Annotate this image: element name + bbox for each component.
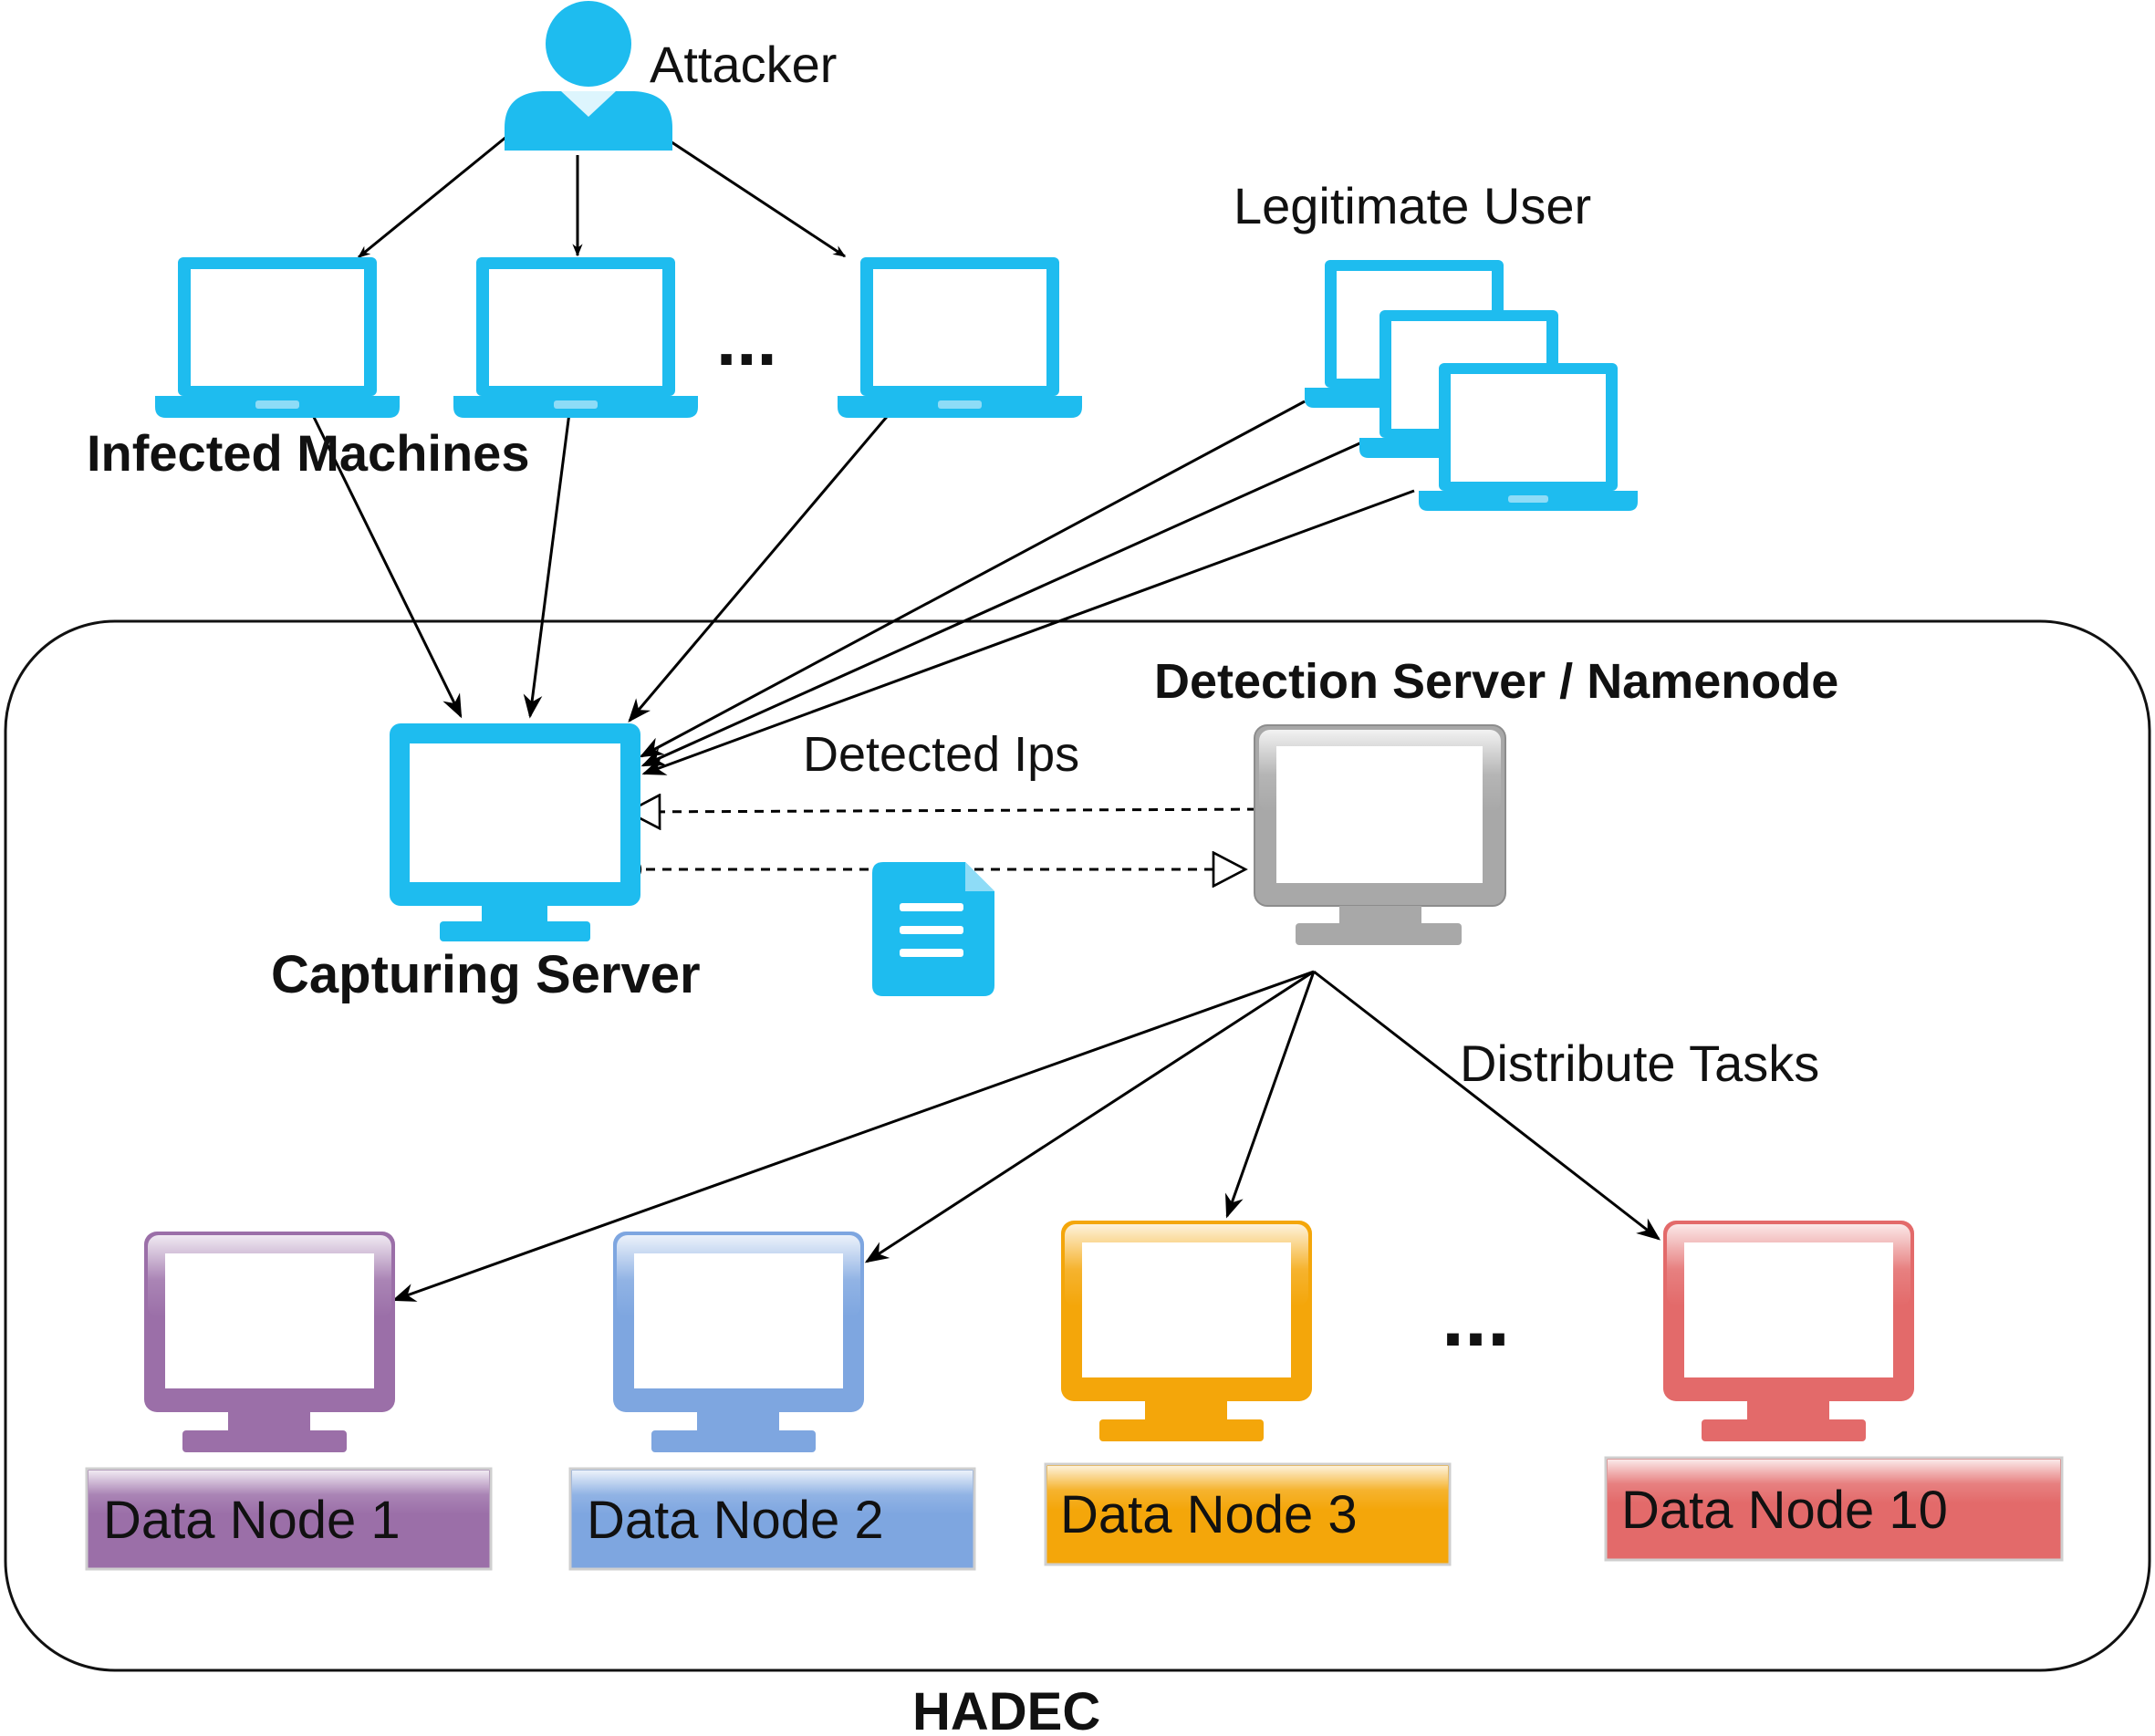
monitor-icon <box>1061 1221 1312 1441</box>
data-node-10: Data Node 10 <box>1604 1221 2064 1562</box>
edge-namenode-to-data-node-2 <box>864 970 1315 1263</box>
laptop-icon <box>155 257 400 418</box>
laptop-icon <box>838 257 1082 418</box>
edge-user-1-to-capturing <box>639 400 1306 758</box>
ellipsis-data-nodes: ... <box>1442 1273 1510 1364</box>
data-node-1: Data Node 1 <box>85 1232 493 1571</box>
attacker-label: Attacker <box>650 36 837 93</box>
user-icon <box>505 1 672 151</box>
laptop-icon <box>1419 363 1638 511</box>
data-node-10-label: Data Node 10 <box>1621 1481 1948 1540</box>
edge-user-3-to-capturing <box>641 489 1415 775</box>
monitor-icon <box>1254 724 1506 945</box>
capturing-server-label: Capturing Server <box>271 945 701 1004</box>
monitor-icon <box>144 1232 395 1452</box>
edge-namenode-to-data-node-1 <box>391 970 1315 1302</box>
edge-namenode-to-data-node-10 <box>1313 970 1661 1241</box>
monitor-icon <box>613 1232 864 1452</box>
ellipsis-infected: ... <box>716 299 777 380</box>
hadec-label: HADEC <box>912 1682 1100 1736</box>
data-node-2: Data Node 2 <box>568 1232 976 1571</box>
distribute-tasks-label: Distribute Tasks <box>1460 1034 1819 1092</box>
edge-detected-ips <box>628 809 1273 812</box>
document-icon <box>872 862 994 996</box>
data-node-1-label: Data Node 1 <box>103 1491 401 1550</box>
edge-user-2-to-capturing <box>640 439 1367 767</box>
infected-machines-label: Infected Machines <box>87 424 529 482</box>
edge-machine-3-to-capturing <box>628 405 898 722</box>
edge-attacker-to-machine-1 <box>357 135 507 259</box>
monitor-icon <box>390 723 640 941</box>
monitor-icon <box>1663 1221 1914 1441</box>
data-node-2-label: Data Node 2 <box>587 1491 884 1550</box>
laptop-icon <box>453 257 698 418</box>
edge-attacker-to-machine-3 <box>649 126 847 258</box>
edge-machine-2-to-capturing <box>523 405 572 719</box>
data-node-3: Data Node 3 <box>1044 1221 1452 1566</box>
data-node-3-label: Data Node 3 <box>1060 1485 1358 1544</box>
detection-server-label: Detection Server / Namenode <box>1154 654 1838 709</box>
legitimate-user-label: Legitimate User <box>1234 177 1591 234</box>
edges <box>307 126 1661 1302</box>
detected-ips-label: Detected Ips <box>803 727 1079 782</box>
edge-machine-1-to-capturing <box>307 405 463 719</box>
edge-namenode-to-data-node-3 <box>1225 971 1316 1219</box>
